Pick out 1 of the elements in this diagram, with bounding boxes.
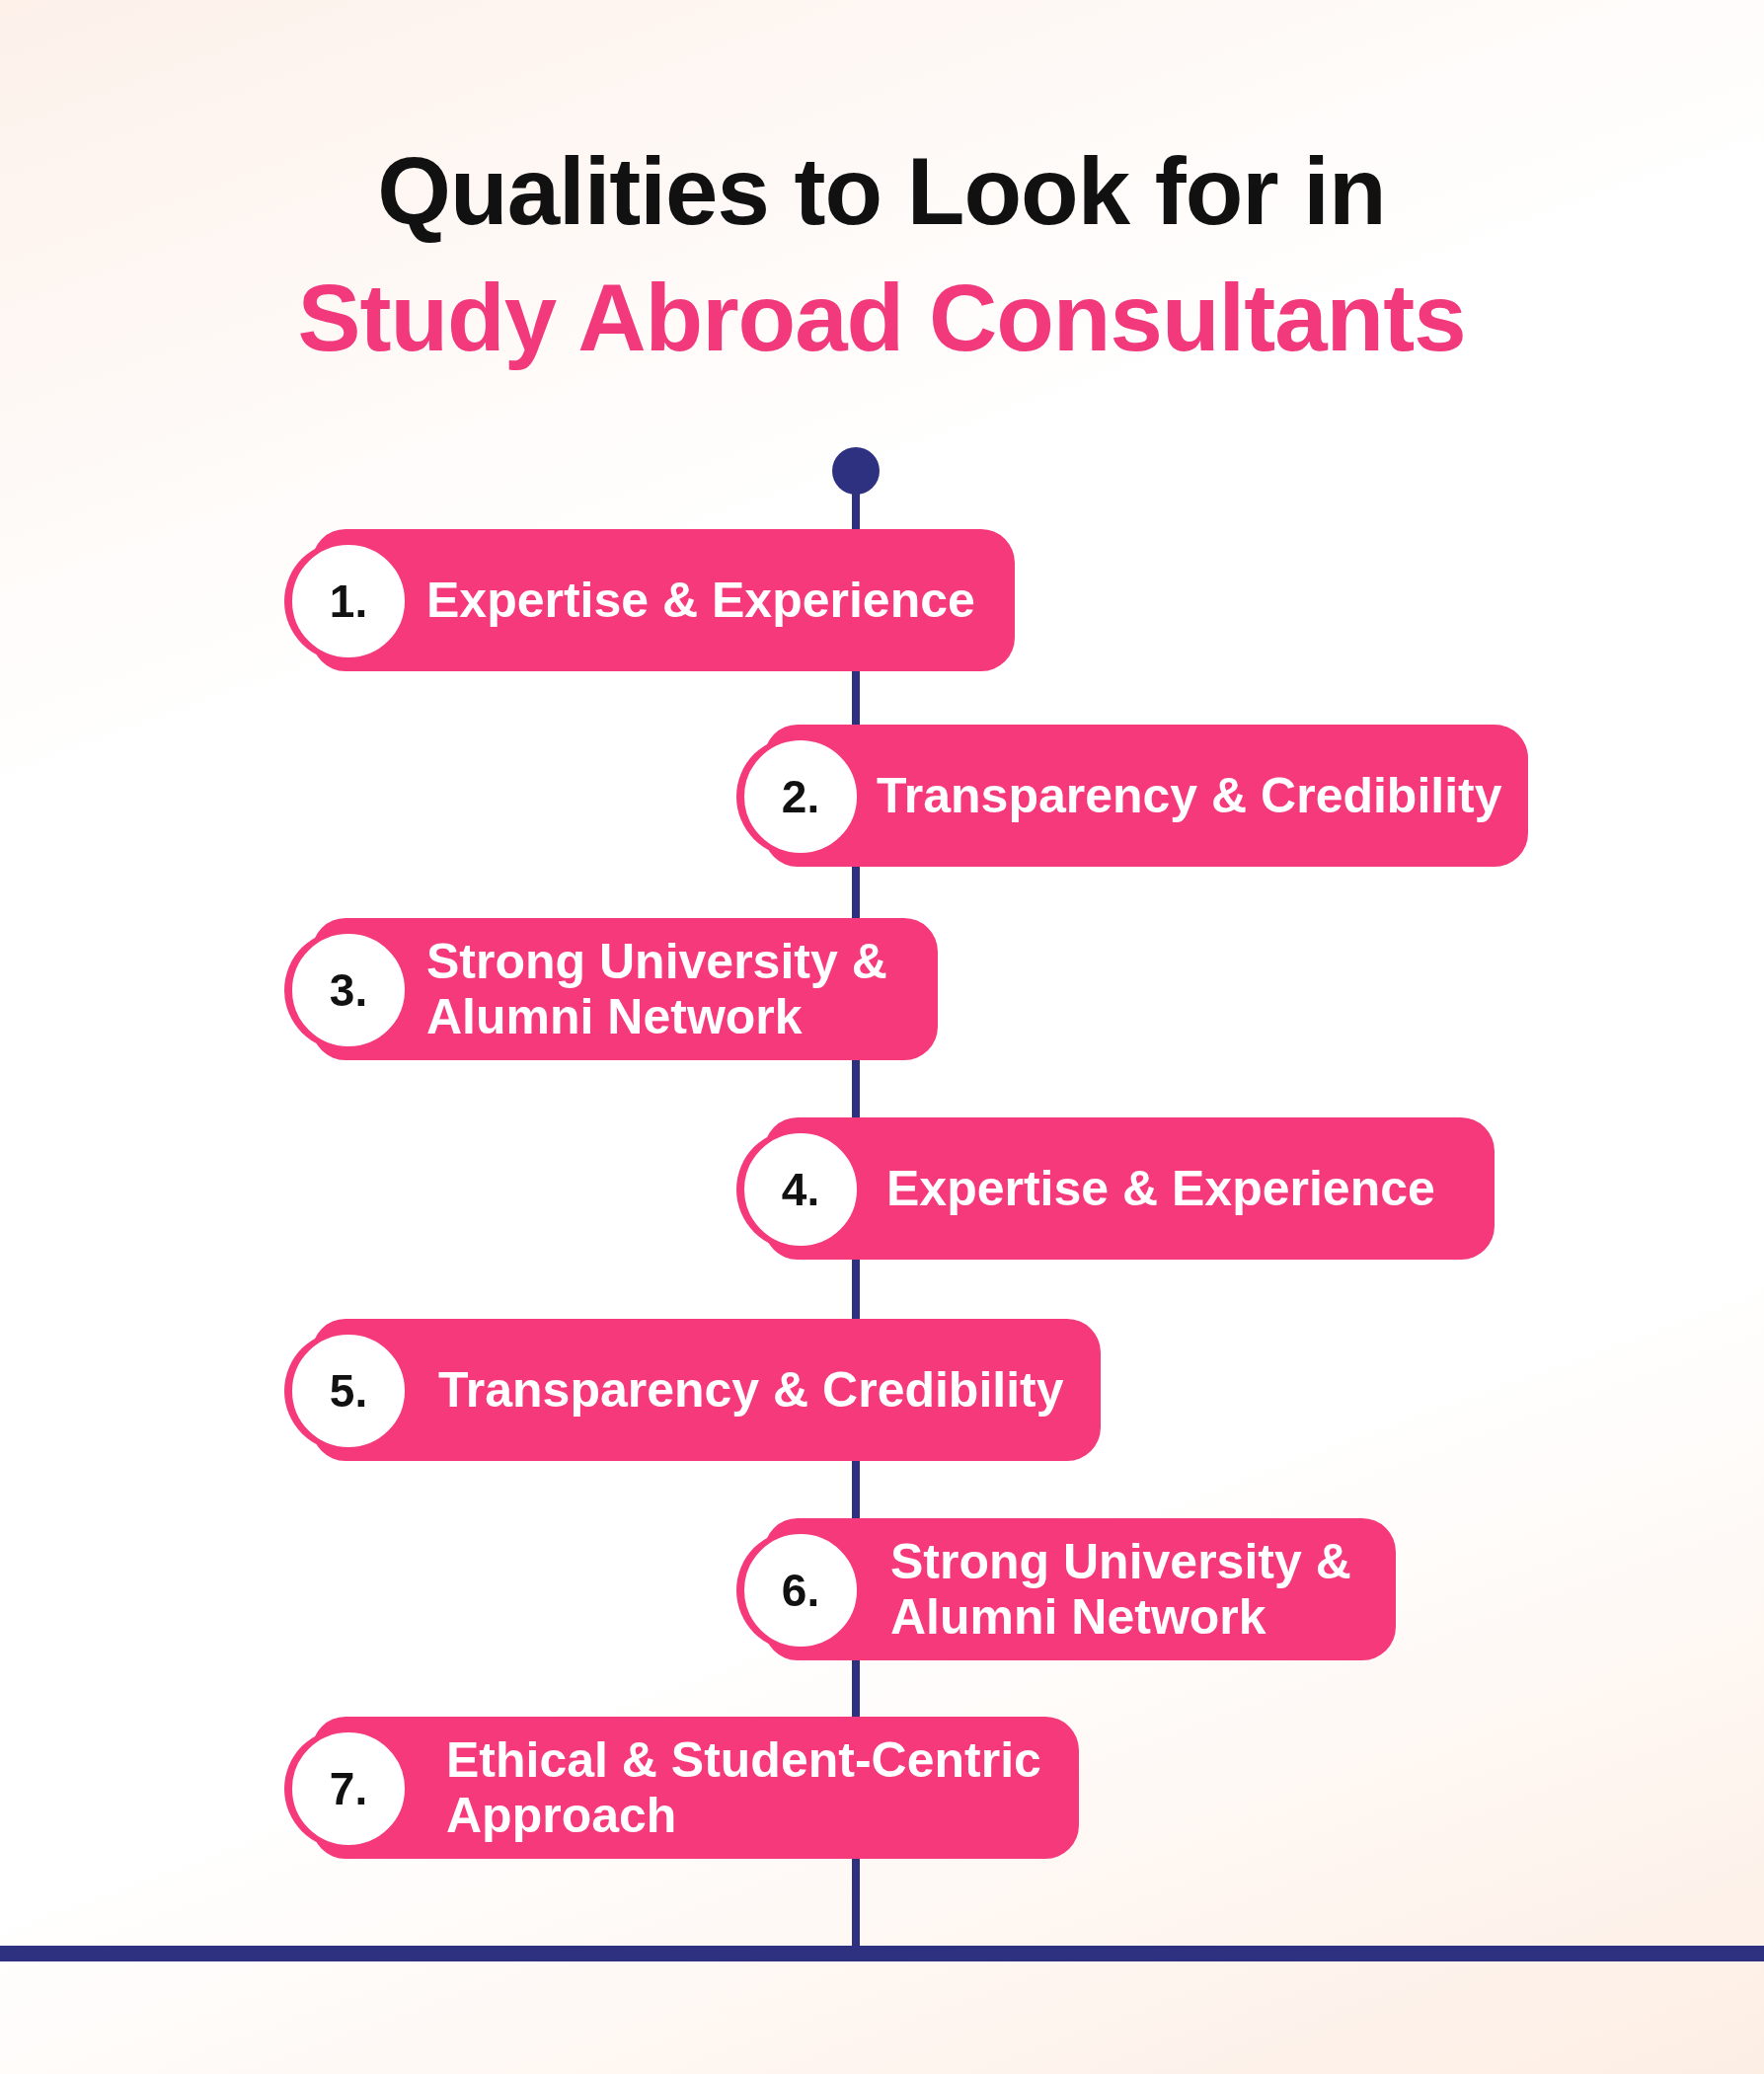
title: Qualities to Look for in Study Abroad Consultants <box>296 137 1467 372</box>
